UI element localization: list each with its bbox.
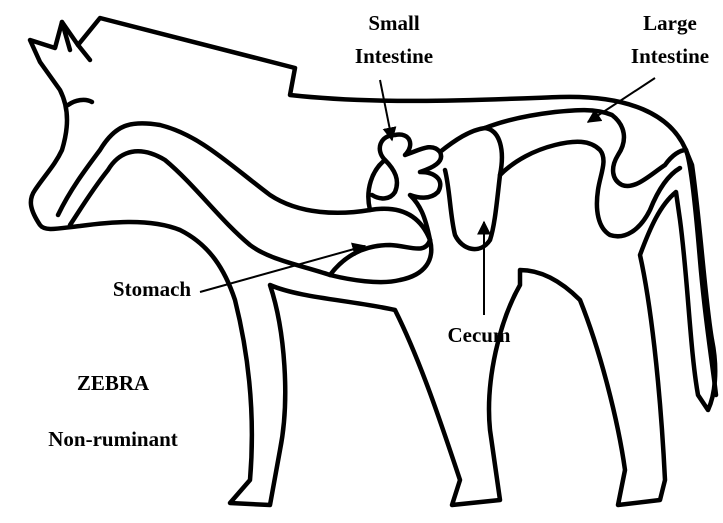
- animal-name-label: ZEBRA: [77, 371, 150, 395]
- small-intestine-outline: [368, 135, 441, 240]
- cecum-outline: [440, 128, 502, 249]
- eye-detail: [68, 100, 92, 105]
- digestion-type-label: Non-ruminant: [48, 427, 178, 451]
- large-intestine-label-line2: Intestine: [631, 44, 709, 68]
- cecum-label: Cecum: [448, 323, 511, 347]
- small-intestine-label-line2: Intestine: [355, 44, 433, 68]
- tail-outline: [686, 150, 716, 395]
- esophagus-outline: [58, 123, 431, 282]
- stomach-label: Stomach: [113, 277, 191, 301]
- large-intestine-label-line1: Large: [643, 11, 697, 35]
- arrow-small-intestine: [380, 80, 392, 140]
- arrow-stomach: [200, 246, 365, 292]
- stomach-outline: [330, 240, 430, 275]
- small-intestine-label-line1: Small: [368, 11, 420, 35]
